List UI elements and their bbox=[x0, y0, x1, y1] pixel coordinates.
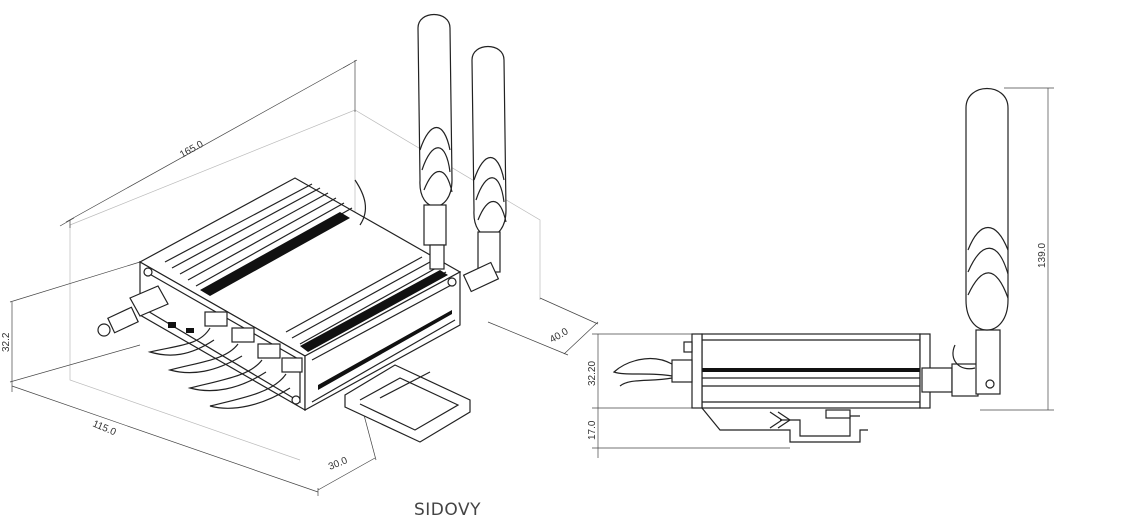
din-rail-side bbox=[701, 407, 868, 443]
dim-antenna-height-label: 139.0 bbox=[1037, 243, 1048, 268]
antenna-right bbox=[462, 46, 507, 293]
ethernet-cables bbox=[147, 311, 303, 409]
antenna-left bbox=[417, 14, 453, 270]
dim-width: 115.0 bbox=[11, 382, 319, 496]
dim-length-label: 165.0 bbox=[178, 139, 206, 161]
dim-body-height-label: 32.20 bbox=[587, 361, 598, 386]
dim-antenna-height: 139.0 bbox=[980, 87, 1054, 411]
housing-right bbox=[304, 270, 461, 412]
dim-depth-right: 40.0 bbox=[487, 297, 599, 356]
dim-height-label: 32.2 bbox=[1, 332, 12, 352]
side-cable bbox=[354, 179, 367, 226]
antenna-side bbox=[921, 87, 1009, 397]
dim-height: 32.2 bbox=[1, 261, 141, 383]
dim-body-height: 32.20 bbox=[587, 333, 705, 409]
power-connector bbox=[97, 285, 169, 337]
isometric-view: 165.0 32.2 115.0 40.0 30.0 bbox=[1, 14, 599, 496]
caption: SIDOVY bbox=[414, 500, 481, 520]
side-view: 139.0 32.20 17.0 bbox=[587, 87, 1054, 458]
dim-depth-bottom-label: 30.0 bbox=[327, 455, 350, 473]
dim-rail-height-label: 17.0 bbox=[587, 420, 598, 440]
din-rail-iso bbox=[344, 364, 471, 443]
dim-depth-right-label: 40.0 bbox=[548, 326, 571, 345]
side-cables bbox=[612, 341, 693, 387]
heatsink-ribs bbox=[164, 183, 448, 352]
dim-rail-height: 17.0 bbox=[587, 408, 790, 458]
